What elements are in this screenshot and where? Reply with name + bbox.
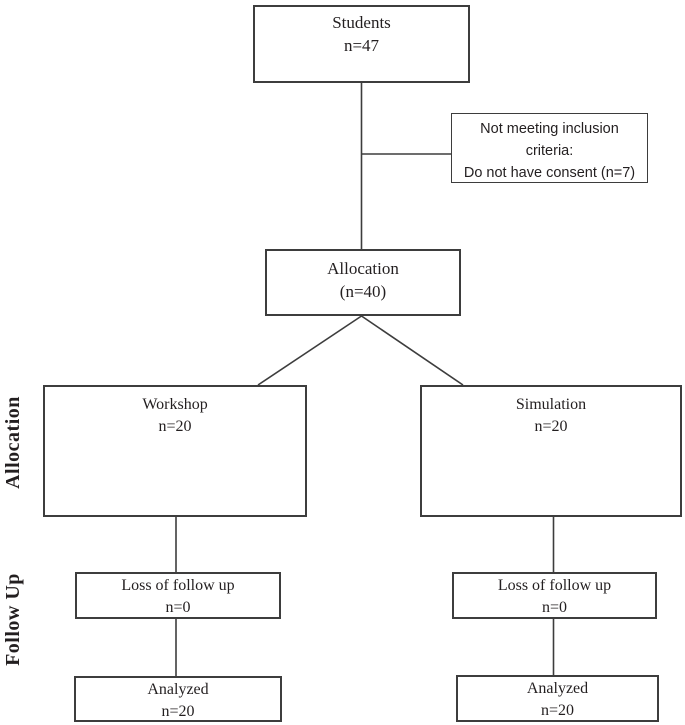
exclusion-line-1: Not meeting inclusion [480, 121, 619, 137]
allocation-label: Allocation [327, 259, 399, 278]
connector-allocation-workshop [257, 315, 362, 386]
loss-right-count: n=0 [541, 598, 568, 616]
simulation-box: Simulation n=20 [420, 385, 682, 517]
loss-followup-left-box: Loss of follow up n=0 [75, 572, 281, 619]
analyzed-left-count: n=20 [161, 702, 195, 720]
students-box: Students n=47 [253, 5, 470, 83]
loss-left-label: Loss of follow up [121, 577, 235, 594]
exclusion-line-2: criteria: [525, 142, 574, 159]
workshop-box: Workshop n=20 [43, 385, 307, 517]
simulation-label: Simulation [515, 396, 587, 413]
exclusion-line-3: Do not have consent (n=7) [463, 164, 636, 181]
analyzed-right-label: Analyzed [526, 680, 589, 697]
section-label-allocation: Allocation [1, 396, 24, 489]
students-count: n=47 [343, 35, 380, 55]
connector-allocation-simulation [361, 315, 464, 386]
allocation-box: Allocation (n=40) [265, 249, 461, 316]
simulation-count: n=20 [534, 417, 568, 435]
loss-left-count: n=0 [165, 598, 191, 616]
analyzed-left-box: Analyzed n=20 [74, 676, 282, 722]
loss-followup-right-box: Loss of follow up n=0 [452, 572, 657, 619]
loss-right-label: Loss of follow up [497, 577, 612, 594]
analyzed-left-label: Analyzed [147, 681, 209, 698]
analyzed-right-count: n=20 [540, 701, 575, 719]
exclusion-box: Not meeting inclusion criteria: Do not h… [451, 113, 648, 183]
section-label-follow-up: Follow Up [1, 572, 24, 666]
allocation-count: (n=40) [339, 281, 387, 301]
workshop-label: Workshop [142, 396, 208, 413]
workshop-count: n=20 [158, 417, 192, 435]
students-label: Students [332, 13, 391, 32]
analyzed-right-box: Analyzed n=20 [456, 675, 659, 722]
